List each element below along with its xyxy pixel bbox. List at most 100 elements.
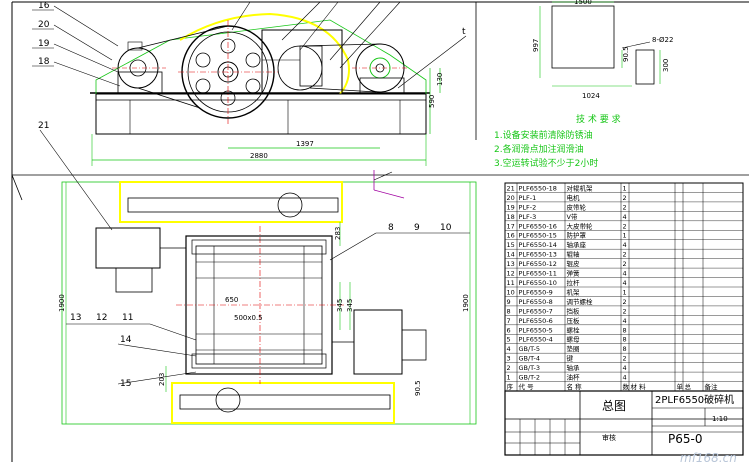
- bom-cell: PLF6550-12: [519, 260, 557, 268]
- bom-cell: 8: [507, 307, 511, 315]
- bom-cell: 名 称: [567, 382, 583, 391]
- bom-cell: 辊轴: [567, 250, 581, 259]
- bom-cell: 13: [507, 260, 515, 268]
- bom-cell: PLF6550-11: [519, 270, 557, 278]
- belt-guard-outline: [179, 12, 350, 95]
- left-motor-terminal: [127, 41, 143, 51]
- part-number-label: 18: [38, 57, 50, 67]
- leader-18: [53, 61, 121, 87]
- bom-cell: PLF6550-9: [519, 288, 553, 296]
- lower-belt-guard: [171, 382, 395, 424]
- part-number-label: 16: [38, 1, 50, 11]
- bom-cell: 轴承座: [567, 240, 587, 249]
- bom-cell: PLF6550-14: [519, 241, 557, 249]
- upper-pulley: [277, 192, 303, 218]
- left-belt-top: [137, 25, 229, 49]
- foundation-detail: 1500 997 1024 90.5 8-Ø22 300: [532, 0, 673, 100]
- part-number-label: 9: [414, 223, 420, 233]
- bearing-row-bottom: [191, 353, 327, 369]
- dim-text-1397: 1397: [296, 140, 314, 148]
- bom-cell: 电机: [567, 193, 581, 202]
- elevation-view: 16 20 19 18 t 2880 1397 130 590: [32, 1, 467, 166]
- bom-cell: PLF6550-18: [519, 184, 557, 192]
- bom-cell: 辊皮: [567, 259, 581, 268]
- bom-cell: 2: [623, 260, 627, 268]
- bom-cell: 20: [507, 194, 515, 202]
- bom-cell: 4: [623, 241, 627, 249]
- bom-cell: 大皮带轮: [567, 221, 594, 230]
- bom-cell: GB/T-3: [519, 364, 541, 372]
- bom-cell: GB/T-2: [519, 374, 541, 382]
- bom-cell: 2: [623, 194, 627, 202]
- part-number-label: 21: [38, 121, 49, 131]
- leader-19: [53, 43, 119, 73]
- flywheel-hole: [195, 78, 211, 94]
- bom-cell: 17: [507, 222, 515, 230]
- right-motor-base: [359, 77, 405, 95]
- bom-cell: 垫圈: [567, 344, 580, 353]
- tech-requirements: 技 术 要 求 1.设备安装前清除防锈油 2.各润滑点加注润滑油 3.空运转试验…: [494, 113, 621, 169]
- tech-requirement-line: 2.各润滑点加注润滑油: [494, 143, 584, 155]
- bom-cell: 7: [507, 317, 511, 325]
- leader-fan: [339, 1, 401, 69]
- bom-cell: PLF6550-16: [519, 222, 557, 230]
- foundation-outline: [551, 5, 615, 69]
- part-number-label: 10: [440, 223, 452, 233]
- bom-cell: 对辊机架: [567, 183, 594, 192]
- tech-requirement-line: 3.空运转试验不少于2小时: [494, 157, 598, 169]
- left-belt-bottom: [137, 87, 201, 109]
- dim-text-inner: 650: [225, 296, 238, 304]
- part-number-label: 13: [70, 313, 81, 323]
- bom-cell: 15: [507, 241, 515, 249]
- bom-cell: 2: [623, 307, 627, 315]
- dim-text-hole: 8-Ø22: [652, 36, 673, 44]
- leader-20: [53, 24, 113, 61]
- leader-11: [149, 323, 197, 341]
- left-motor-body: [117, 71, 163, 95]
- part-label-t: t: [462, 27, 466, 37]
- bom-cell: 4: [623, 374, 627, 382]
- upper-belt: [127, 197, 339, 213]
- flywheel-hole: [245, 52, 261, 68]
- anchor-block: [635, 49, 655, 85]
- bom-cell: 1: [507, 374, 511, 382]
- dim-text-1900-left: 1900: [58, 294, 66, 312]
- bom-cell: 18: [507, 213, 515, 221]
- bom-cell: 4: [507, 345, 511, 353]
- title-block-frame: [504, 390, 744, 456]
- bom-cell: 8: [623, 326, 627, 334]
- part-number-label: 15: [120, 379, 131, 389]
- leader-15: [117, 371, 197, 385]
- bom-cell: 键: [567, 354, 574, 363]
- ucs-leader: [373, 171, 393, 181]
- bom-cell: PLF6550-8: [519, 298, 553, 306]
- bom-cell: 9: [507, 298, 511, 306]
- dim-text-997: 997: [532, 39, 540, 52]
- bom-cell: PLF6550-10: [519, 279, 557, 287]
- bom-cell: 螺栓: [567, 325, 581, 334]
- bom-cell: 12: [507, 270, 515, 278]
- bom-cell: PLF-3: [519, 213, 537, 221]
- bom-cell: 备注: [705, 382, 719, 391]
- bom-cell: 材 料: [631, 382, 647, 391]
- bom-cell: 10: [507, 288, 515, 296]
- dim-text-1024: 1024: [582, 92, 600, 100]
- bom-cell: PLF6550-15: [519, 232, 557, 240]
- signature-label: 审核: [602, 433, 616, 442]
- leader-14: [117, 343, 197, 357]
- dim-text-roll: 500x0.5: [234, 314, 263, 322]
- bom-cell: GB/T-4: [519, 355, 541, 363]
- bom-cell: 21: [507, 184, 515, 192]
- bom-cell: 4: [623, 270, 627, 278]
- bom-cell: PLF-2: [519, 203, 537, 211]
- dim-text-90-5: 90.5: [622, 46, 630, 62]
- drawing-name: 2PLF6550破碎机: [655, 393, 734, 406]
- bom-cell: PLF6550-5: [519, 326, 553, 334]
- plan-right-motor: [353, 309, 403, 375]
- watermark: mf168.cn: [680, 451, 737, 464]
- part-number-label: 11: [122, 313, 133, 323]
- bom-cell: 调节螺栓: [567, 297, 594, 306]
